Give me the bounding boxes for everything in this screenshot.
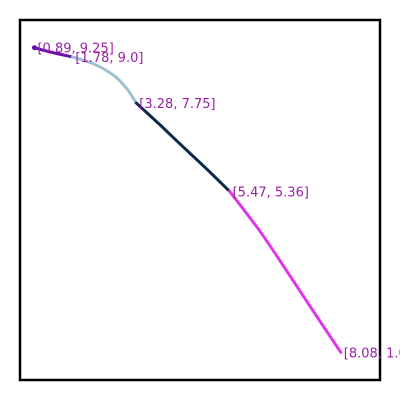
point-label-5: [8.08, 1.0] (344, 346, 400, 361)
series-layer (31, 45, 343, 354)
label-layer: [0.89, 9.25][1.78, 9.0] [3.28, 7.75] [5.47… (37, 42, 400, 362)
series-line-1 (32, 46, 74, 59)
point-label-3: [3.28, 7.75] (139, 97, 215, 112)
plot-frame (18, 18, 382, 382)
start-point-marker (31, 45, 37, 51)
series-line-2 (70, 55, 138, 105)
point-label-2: [1.78, 9.0] (75, 51, 143, 66)
series-line-4 (228, 189, 343, 354)
series-line-3 (134, 101, 232, 193)
point-label-1: [0.89, 9.25] (37, 42, 113, 57)
point-label-4: [5.47, 5.36] (233, 185, 309, 200)
